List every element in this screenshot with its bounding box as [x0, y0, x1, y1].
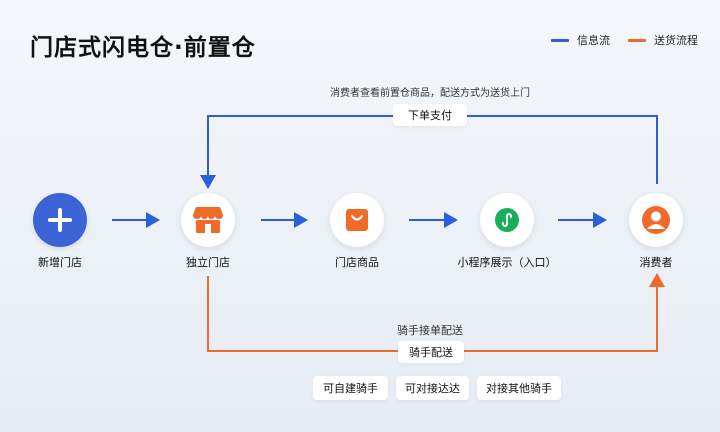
- independent-store-label: 独立门店: [186, 256, 230, 269]
- consumer-node: [629, 193, 683, 247]
- page-title: 门店式闪电仓·前置仓: [30, 35, 256, 61]
- bottom-flow-note: 骑手接单配送: [397, 324, 463, 337]
- legend-delivery-label: 送货流程: [654, 34, 698, 47]
- store-products-node: [330, 193, 384, 247]
- legend-info-swatch: [551, 38, 569, 42]
- add-store-label: 新增门店: [38, 256, 82, 269]
- mini-program-label: 小程序展示（入口）: [457, 256, 557, 269]
- top-flow-line: [200, 115, 658, 189]
- user-icon: [642, 206, 670, 234]
- consumer-label: 消费者: [639, 256, 673, 269]
- store-icon: [193, 207, 223, 233]
- legend-delivery-swatch: [628, 38, 646, 42]
- store-products-label: 门店商品: [335, 256, 379, 269]
- plus-icon: [48, 208, 72, 232]
- add-store-node: [33, 193, 87, 247]
- rider-option-dada: 可对接达达: [396, 376, 469, 400]
- bottom-flow-line: [207, 273, 665, 352]
- legend-info-flow: 信息流: [551, 32, 610, 48]
- mini-program-node: [480, 193, 534, 247]
- shopping-bag-icon: [346, 209, 368, 231]
- legend: 信息流 送货流程: [551, 32, 698, 48]
- top-flow-note: 消费者查看前置仓商品，配送方式为送货上门: [330, 88, 530, 99]
- independent-store-node: [181, 193, 235, 247]
- mini-program-icon: [495, 208, 519, 232]
- legend-delivery-flow: 送货流程: [628, 32, 698, 48]
- legend-info-label: 信息流: [577, 34, 610, 47]
- order-payment-pill: 下单支付: [393, 104, 467, 126]
- rider-option-self-built: 可自建骑手: [313, 376, 388, 400]
- rider-option-other: 对接其他骑手: [477, 376, 561, 400]
- rider-delivery-pill: 骑手配送: [398, 341, 464, 363]
